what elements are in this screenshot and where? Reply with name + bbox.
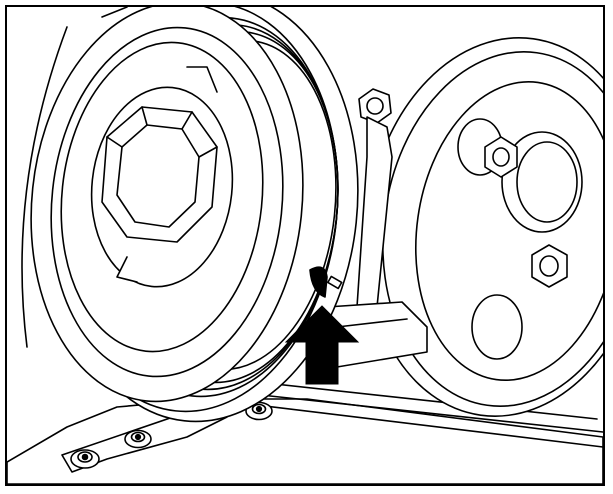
alignment-mark: [309, 266, 343, 298]
bracket-bolt: [124, 429, 152, 449]
technical-illustration: [7, 7, 603, 484]
pulley-bolt: [531, 244, 568, 288]
crank-pulley: [30, 7, 359, 423]
right-pulley-hub: [501, 131, 583, 233]
pulley-bolt: [484, 136, 518, 178]
pulley-rim-edge: [21, 26, 68, 348]
illustration-frame: [5, 5, 605, 486]
bracket-bolt: [70, 449, 100, 469]
right-pulley: [365, 37, 603, 417]
idler-bolt: [358, 88, 392, 138]
pulley-hole: [471, 294, 523, 360]
up-arrow-icon: [284, 305, 360, 385]
crank-bolt: [101, 106, 218, 243]
tensioner-strap: [326, 116, 428, 368]
